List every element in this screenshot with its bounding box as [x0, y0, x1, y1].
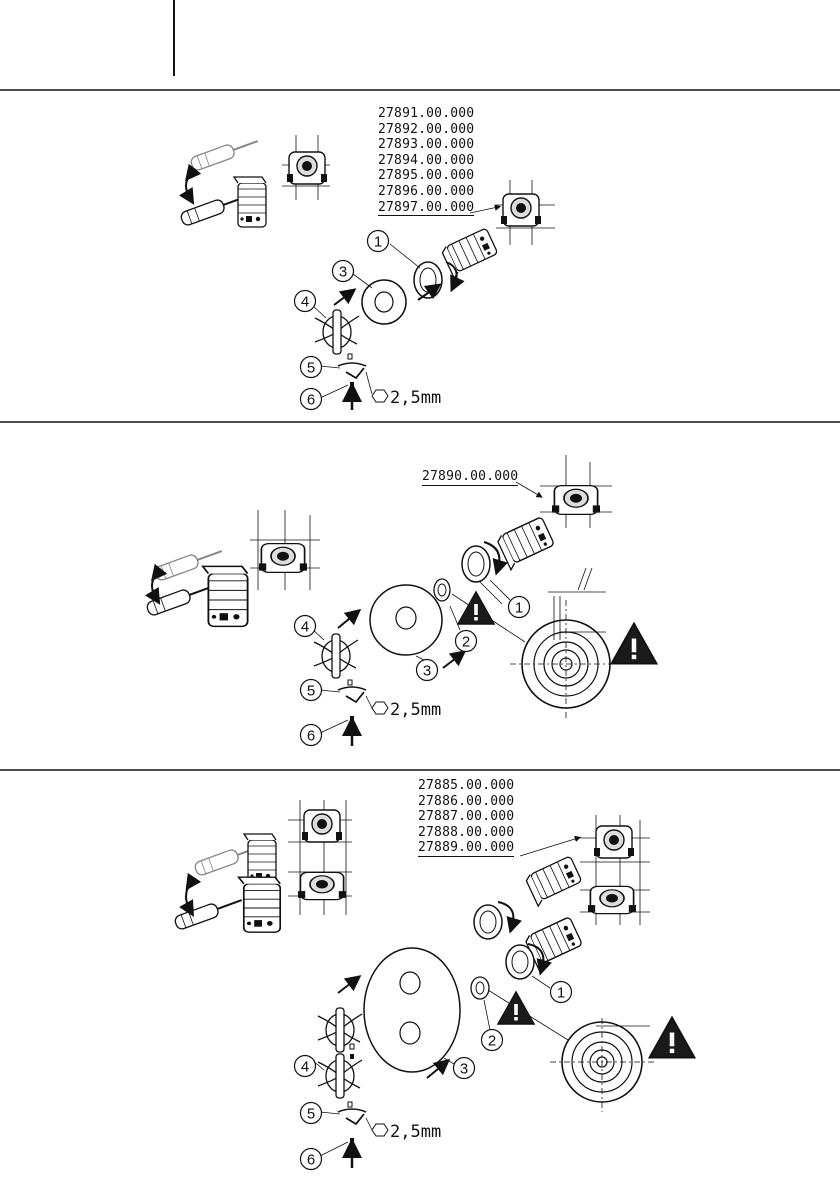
cartridge-icon — [496, 517, 556, 570]
section1-part-numbers: 27891.00.000 27892.00.000 27893.00.000 2… — [378, 106, 474, 216]
callout-label: 6 — [307, 392, 315, 409]
handle-icon — [318, 1008, 362, 1052]
callout-label: 1 — [374, 234, 382, 251]
part-number: 27886.00.000 — [418, 794, 514, 810]
valve-body-icon — [298, 872, 346, 899]
warning-icon — [498, 992, 534, 1024]
section1-callouts: 1 3 4 5 6 2,5mm — [295, 231, 442, 410]
warning-icon — [650, 1018, 695, 1058]
callout-label: 4 — [301, 1059, 309, 1076]
section3-illustration — [174, 800, 654, 1168]
part-number: 27885.00.000 — [418, 778, 514, 794]
cartridge-icon — [525, 856, 584, 906]
handle-icon — [315, 310, 359, 354]
part-number: 27897.00.000 — [378, 200, 474, 217]
cartridge-icon — [441, 228, 500, 278]
screwdriver-icon — [190, 134, 261, 171]
callout-label: 6 — [307, 1152, 315, 1169]
valve-body-icon — [552, 486, 600, 515]
hex-key-size: 2,5mm — [390, 388, 441, 408]
callout-label: 1 — [557, 985, 565, 1002]
callout-label: 3 — [460, 1061, 468, 1078]
section3-part-numbers: 27885.00.000 27886.00.000 27887.00.000 2… — [418, 778, 514, 857]
callout-label: 2 — [488, 1033, 496, 1050]
valve-body-icon — [302, 810, 342, 842]
part-number: 27896.00.000 — [378, 184, 474, 200]
callout-label: 4 — [301, 619, 309, 636]
valve-body-icon — [287, 152, 327, 184]
callout-label: 3 — [339, 264, 347, 281]
warning-icon — [612, 624, 657, 664]
part-number: 27888.00.000 — [418, 825, 514, 841]
cartridge-icon — [234, 177, 266, 227]
section1-illustration — [180, 134, 555, 410]
valve-body-icon — [259, 544, 307, 573]
hex-key-size: 2,5mm — [390, 1122, 441, 1142]
screwdriver-icon — [146, 579, 217, 616]
callout-label: 6 — [307, 728, 315, 745]
callout-label: 1 — [515, 600, 523, 617]
valve-body-icon — [588, 886, 636, 913]
part-number: 27890.00.000 — [422, 469, 518, 486]
part-number: 27895.00.000 — [378, 168, 474, 184]
handle-icon — [314, 634, 358, 678]
callout-label: 3 — [423, 663, 431, 680]
callout-label: 5 — [307, 683, 315, 700]
part-number: 27889.00.000 — [418, 840, 514, 857]
part-number: 27893.00.000 — [378, 137, 474, 153]
warning-icon — [458, 592, 494, 624]
callout-label: 4 — [301, 294, 309, 311]
cartridge-icon — [239, 877, 281, 932]
handle-icon — [318, 1054, 362, 1098]
callout-label: 2 — [462, 634, 470, 651]
valve-body-icon — [594, 826, 634, 858]
cartridge-icon — [203, 566, 248, 626]
part-number: 27891.00.000 — [378, 106, 474, 122]
callout-label: 5 — [307, 360, 315, 377]
part-number: 27894.00.000 — [378, 153, 474, 169]
screwdriver-icon — [174, 893, 245, 930]
part-number: 27887.00.000 — [418, 809, 514, 825]
valve-body-icon — [501, 194, 541, 226]
section2-part-numbers: 27890.00.000 — [422, 469, 518, 486]
callout-label: 5 — [307, 1106, 315, 1123]
part-number: 27892.00.000 — [378, 122, 474, 138]
hex-key-size: 2,5mm — [390, 700, 441, 720]
